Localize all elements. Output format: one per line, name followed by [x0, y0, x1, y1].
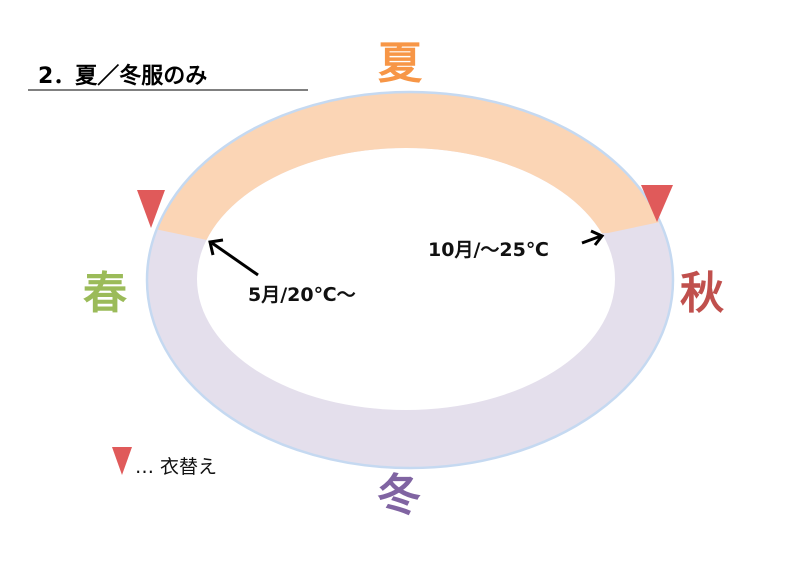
legend-text: … 衣替え: [135, 456, 218, 478]
page-title: 2．夏／冬服のみ: [38, 64, 208, 89]
legend-marker: [112, 447, 132, 475]
spring-change-label: 5月/20℃～: [248, 284, 356, 306]
spring-change-marker: [137, 190, 165, 228]
season-spring-label: 春: [83, 268, 127, 319]
spring-arrow: [208, 238, 259, 277]
season-winter-label: 冬: [377, 470, 421, 521]
ring-outline: [145, 90, 675, 470]
autumn-change-label: 10月/～25℃: [428, 239, 549, 261]
autumn-change-marker: [641, 185, 673, 222]
season-summer-label: 夏: [378, 38, 422, 89]
autumn-arrow: [581, 229, 605, 246]
season-autumn-label: 秋: [680, 268, 724, 319]
